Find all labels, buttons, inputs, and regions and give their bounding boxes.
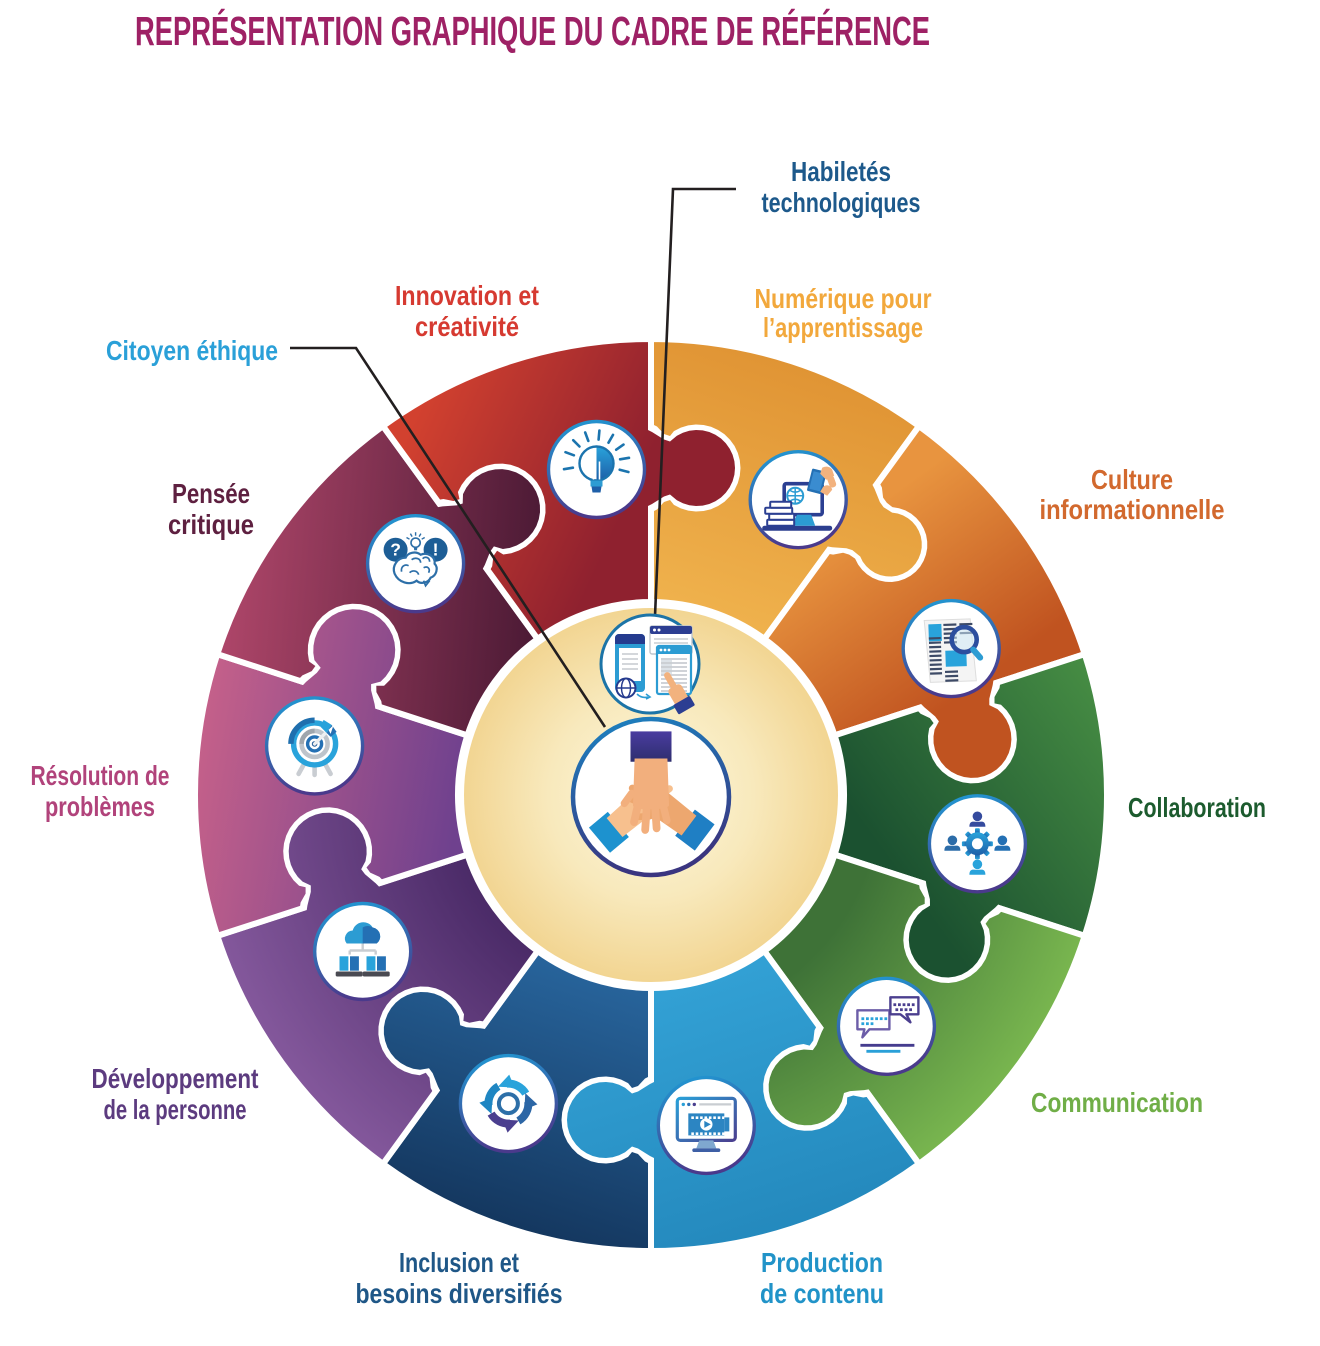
svg-text:Numérique pour: Numérique pour [755, 283, 932, 314]
svg-text:Production: Production [761, 1247, 883, 1278]
svg-text:technologiques: technologiques [762, 187, 921, 218]
svg-text:critique: critique [168, 509, 254, 540]
svg-text:Pensée: Pensée [172, 478, 250, 509]
svg-text:Résolution de: Résolution de [31, 760, 170, 791]
svg-text:problèmes: problèmes [45, 791, 155, 822]
svg-text:Habiletés: Habiletés [791, 156, 891, 187]
svg-text:Développement: Développement [92, 1063, 259, 1094]
svg-text:besoins diversifiés: besoins diversifiés [356, 1278, 563, 1309]
svg-text:Innovation et: Innovation et [395, 280, 539, 311]
svg-text:informationnelle: informationnelle [1040, 494, 1225, 525]
svg-text:!: ! [433, 540, 439, 560]
svg-text:Communication: Communication [1031, 1087, 1203, 1118]
svg-text:Collaboration: Collaboration [1128, 792, 1266, 823]
svg-text:?: ? [390, 540, 401, 560]
svg-text:de la personne: de la personne [104, 1094, 247, 1125]
svg-text:créativité: créativité [415, 311, 519, 342]
svg-text:de contenu: de contenu [760, 1278, 884, 1309]
svg-text:Citoyen éthique: Citoyen éthique [106, 335, 278, 366]
svg-text:Culture: Culture [1091, 464, 1173, 495]
svg-text:Inclusion et: Inclusion et [399, 1247, 519, 1278]
svg-text:REPRÉSENTATION GRAPHIQUE DU CA: REPRÉSENTATION GRAPHIQUE DU CADRE DE RÉF… [135, 8, 930, 54]
svg-text:l’apprentissage: l’apprentissage [763, 312, 923, 343]
